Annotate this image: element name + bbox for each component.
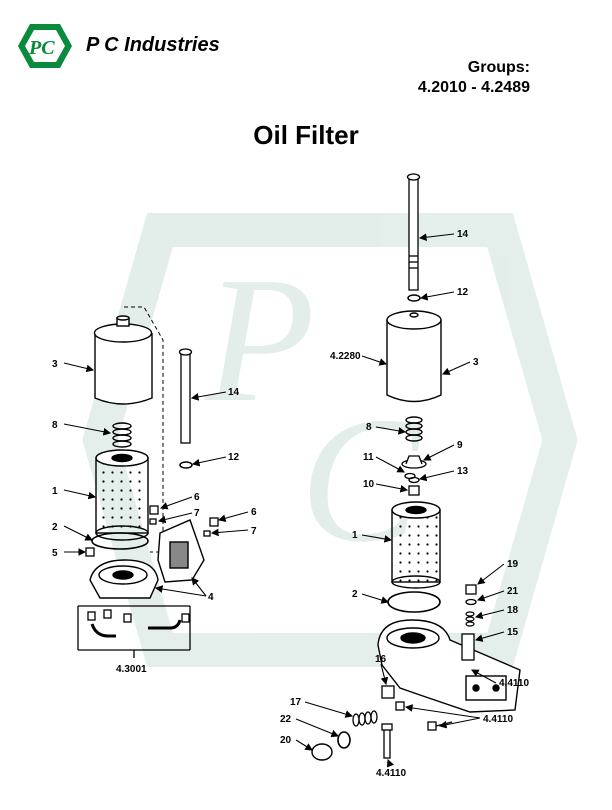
callout-right-15: 15 bbox=[507, 627, 519, 638]
callout-right-22: 22 bbox=[280, 714, 292, 725]
callout-left-12: 12 bbox=[228, 452, 240, 463]
left-center-bolt bbox=[178, 348, 193, 444]
pc-watermark: P C bbox=[82, 213, 578, 667]
logo-text: PC bbox=[28, 37, 55, 59]
callout-right-4-4110c: 4.4110 bbox=[376, 768, 406, 779]
right-valve-plug bbox=[465, 584, 477, 595]
right-gasket bbox=[387, 591, 441, 613]
right-leaders bbox=[295, 233, 505, 768]
left-plug bbox=[85, 547, 95, 557]
callout-right-8: 8 bbox=[366, 422, 372, 433]
callout-left-14: 14 bbox=[228, 387, 240, 398]
right-washer bbox=[407, 294, 421, 302]
callout-right-16: 16 bbox=[375, 654, 387, 665]
right-valve-piston bbox=[461, 633, 475, 661]
left-adapter-plate bbox=[157, 519, 205, 583]
callout-right-21: 21 bbox=[507, 586, 519, 597]
callout-right-12: 12 bbox=[457, 287, 469, 298]
callout-right-20: 20 bbox=[280, 735, 292, 746]
groups-label: Groups: bbox=[467, 59, 530, 76]
right-filter-canister bbox=[386, 310, 442, 403]
groups-range: 4.2010 - 4.2489 bbox=[417, 79, 530, 96]
left-leaders bbox=[63, 362, 249, 597]
company-name: P C Industries bbox=[86, 34, 220, 56]
left-washer bbox=[179, 461, 193, 469]
right-regulator-spring bbox=[352, 710, 378, 727]
left-filter-element bbox=[95, 449, 149, 541]
callout-right-9: 9 bbox=[457, 440, 463, 451]
callout-left-6a: 6 bbox=[194, 492, 200, 503]
callout-left-3: 3 bbox=[52, 359, 58, 370]
right-spacer bbox=[408, 485, 420, 496]
pc-logo: PC bbox=[18, 24, 72, 68]
right-mount-bolts bbox=[381, 701, 453, 759]
right-center-bolt bbox=[406, 173, 421, 291]
watermark-letter-p: P bbox=[204, 240, 315, 439]
right-plug-16 bbox=[381, 685, 395, 699]
left-spring bbox=[112, 422, 132, 448]
right-snap-ring bbox=[337, 731, 351, 749]
page-title: Oil Filter bbox=[253, 120, 359, 150]
callout-right-4-4110a: 4.4110 bbox=[499, 678, 529, 689]
callout-right-3: 3 bbox=[473, 357, 479, 368]
callout-right-10: 10 bbox=[363, 479, 375, 490]
callout-left-6b: 6 bbox=[251, 507, 257, 518]
callout-left-5: 5 bbox=[52, 548, 58, 559]
left-filter-canister bbox=[93, 315, 153, 405]
callout-right-18: 18 bbox=[507, 605, 519, 616]
callout-right-2: 2 bbox=[352, 589, 358, 600]
left-bolts bbox=[149, 505, 219, 537]
callout-right-17: 17 bbox=[290, 697, 302, 708]
callout-right-4-4110b: 4.4110 bbox=[483, 714, 513, 725]
callout-left-4-3001: 4.3001 bbox=[116, 664, 147, 675]
callout-left-8: 8 bbox=[52, 420, 58, 431]
callout-right-14: 14 bbox=[457, 229, 469, 240]
right-spring-seat bbox=[401, 455, 427, 469]
callout-right-1: 1 bbox=[352, 530, 358, 541]
right-valve-spring bbox=[465, 611, 475, 627]
callout-right-11: 11 bbox=[363, 452, 374, 463]
left-gasket bbox=[91, 532, 149, 550]
right-cap-plug bbox=[311, 743, 333, 761]
callout-left-7b: 7 bbox=[251, 526, 257, 537]
fittings-kit bbox=[77, 605, 191, 658]
right-filter-base bbox=[377, 619, 521, 713]
callout-left-7a: 7 bbox=[194, 508, 200, 519]
callout-left-4: 4 bbox=[208, 592, 214, 603]
right-valve-gasket bbox=[465, 598, 477, 606]
callout-right-4-2280: 4.2280 bbox=[330, 351, 361, 362]
callout-left-1: 1 bbox=[52, 486, 58, 497]
callout-right-13: 13 bbox=[457, 466, 469, 477]
callout-left-2: 2 bbox=[52, 522, 58, 533]
groups-block: Groups: 4.2010 - 4.2489 bbox=[418, 58, 530, 98]
callout-right-19: 19 bbox=[507, 559, 519, 570]
right-filter-element bbox=[391, 501, 441, 589]
left-filter-base bbox=[89, 559, 159, 599]
